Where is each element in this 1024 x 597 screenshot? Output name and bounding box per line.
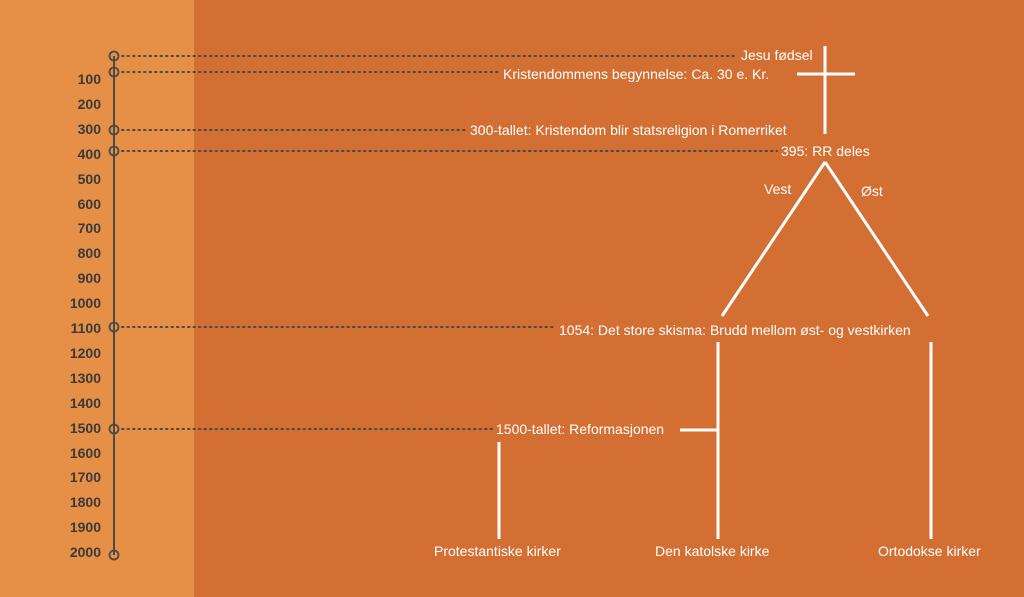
event-kristendom-begynnelse: Kristendommens begynnelse: Ca. 30 e. Kr.	[503, 66, 770, 82]
timeline-node-4	[108, 321, 120, 333]
branch-label-vest: Vest	[764, 181, 792, 197]
event-rr-deles: 395: RR deles	[781, 143, 870, 159]
year-label-200: 200	[77, 95, 101, 112]
year-label-500: 500	[77, 170, 101, 187]
year-label-1600: 1600	[69, 444, 101, 461]
year-label-100: 100	[77, 71, 101, 87]
year-label-1900: 1900	[69, 519, 101, 536]
year-label-1000: 1000	[69, 295, 101, 312]
church-split-lines	[497, 161, 933, 539]
event-skisma: 1054: Det store skisma: Brudd mellom øst…	[559, 322, 911, 338]
church-label-orthodox: Ortodokse kirker	[878, 543, 981, 559]
cross-icon	[797, 46, 855, 134]
year-label-1400: 1400	[69, 394, 101, 411]
year-label-1500: 1500	[69, 419, 101, 436]
timeline-node-end	[108, 549, 120, 561]
east-branch-line	[823, 161, 930, 317]
church-label-catholic: Den katolske kirke	[655, 543, 770, 559]
year-label-1300: 1300	[69, 369, 101, 386]
timeline-node-3	[108, 145, 120, 157]
year-label-400: 400	[77, 145, 101, 162]
timeline-node-5	[108, 423, 120, 435]
year-label-300: 300	[77, 120, 101, 137]
year-label-2000: 2000	[69, 544, 101, 561]
event-jesu-fodsel: Jesu fødsel	[741, 47, 813, 63]
year-label-1100: 1100	[70, 320, 101, 336]
timeline-node-2	[108, 124, 120, 136]
church-label-protestant: Protestantiske kirker	[434, 543, 561, 559]
year-label-1800: 1800	[69, 494, 101, 511]
year-label-1200: 1200	[69, 344, 101, 361]
left-panel	[0, 0, 194, 597]
year-label-900: 900	[77, 270, 101, 287]
year-label-800: 800	[77, 245, 101, 262]
year-label-1700: 1700	[69, 469, 101, 486]
event-reformasjonen: 1500-tallet: Reformasjonen	[496, 421, 665, 437]
timeline-node-1	[108, 66, 120, 78]
year-label-600: 600	[77, 195, 101, 212]
timeline-node-0	[108, 50, 120, 62]
event-statsreligion: 300-tallet: Kristendom blir statsreligio…	[470, 122, 787, 138]
branch-label-ost: Øst	[861, 183, 883, 199]
year-label-700: 700	[77, 220, 101, 237]
west-branch-line	[720, 161, 827, 317]
